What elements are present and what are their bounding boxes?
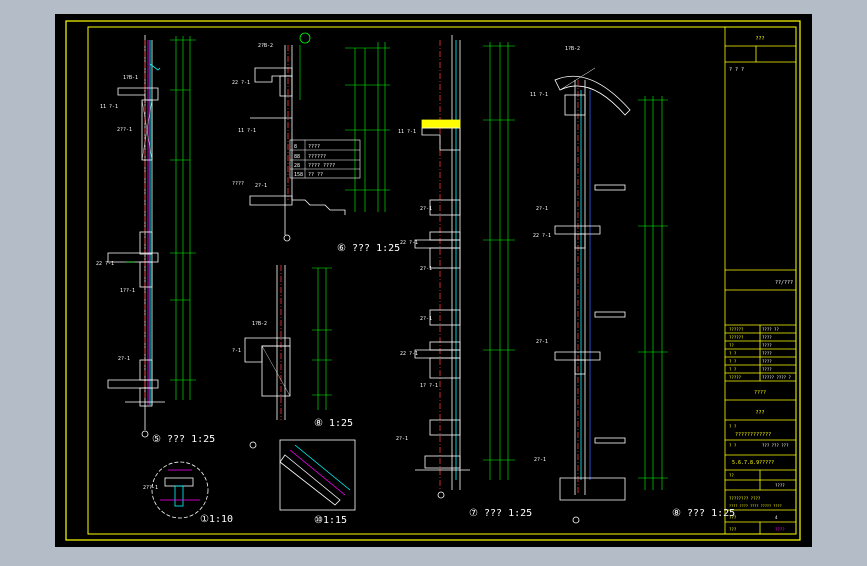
title-row-label-4: ? ? xyxy=(729,359,737,364)
tag-12: 1?B-2 xyxy=(252,321,267,327)
legend-no-0: 8 xyxy=(294,144,297,150)
label-section-7: ⑦ ??? 1:25 xyxy=(469,508,532,519)
outer-border xyxy=(65,20,801,541)
tag-25: 1?B-2 xyxy=(565,46,580,52)
title-row-value-6: ????? ???? ? xyxy=(762,375,791,380)
title-row-label-5: ? ? xyxy=(729,367,737,372)
label-section-5: ⑤ ??? 1:25 xyxy=(152,434,215,445)
title-footer-value: ???? xyxy=(775,527,785,532)
inner-border xyxy=(87,26,797,535)
tag-23: 2?-1 xyxy=(536,339,548,345)
legend-text-3: ?? ?? xyxy=(308,172,323,178)
title-row-label-3: ? ? xyxy=(729,351,737,356)
legend-no-3: 158 xyxy=(294,172,303,178)
title-notes-1: ???????? ???? xyxy=(729,496,761,501)
paper-background xyxy=(55,14,812,547)
tag-1: 2?B-2 xyxy=(258,43,273,49)
tag-18: 22 ?-1 xyxy=(400,351,418,357)
tag-14: 2?-1 xyxy=(420,206,432,212)
title-notes-2: ???? ???? ???? ????? ???? xyxy=(729,504,782,508)
title-row-value-1: ???? xyxy=(762,335,772,340)
tag-24: 2?-1 xyxy=(534,457,546,463)
title-row-value-2: ???? xyxy=(762,343,772,348)
title-scale-value: 4 xyxy=(775,515,778,520)
title-row-value-4: ???? xyxy=(762,359,772,364)
title-row-label-1: ?????? xyxy=(729,335,744,340)
title-project-label: ? ? xyxy=(729,424,737,429)
title-row-value-5: ???? xyxy=(762,367,772,372)
tag-5: 11 ?-1 xyxy=(238,128,256,134)
title-top-note: ? ? ? xyxy=(729,67,744,73)
tag-10: ???? xyxy=(232,181,244,187)
tag-2: 22 ?-1 xyxy=(232,80,250,86)
title-header: ??? xyxy=(755,36,764,42)
tag-17: 2?-1 xyxy=(420,316,432,322)
title-row-label-0: ?????? xyxy=(729,327,744,332)
title-sheet-value: ?? xyxy=(729,473,734,478)
section-5-drawing xyxy=(107,35,196,438)
title-project-code: ??? ??? ??? xyxy=(762,443,789,448)
tag-8: 1??-1 xyxy=(120,288,135,294)
tag-6: 2??-1 xyxy=(117,127,132,133)
title-drawing-name: ???? xyxy=(754,390,766,396)
section-6-legend: 8 ???? 88 ?????? 28 ???? ???? 158 ?? ?? xyxy=(294,144,335,178)
title-drawing-sub: ??? xyxy=(755,410,764,416)
title-drawing-title: 5.6.7.8.9????? xyxy=(732,460,774,466)
legend-text-0: ???? xyxy=(308,144,320,150)
detail-10-drawing xyxy=(279,439,356,511)
tag-9: 2?-1 xyxy=(118,356,130,362)
section-8-drawing xyxy=(554,67,668,524)
tag-13: 11 ?-1 xyxy=(398,129,416,135)
legend-no-1: 88 xyxy=(294,154,300,160)
legend-text-2: ???? ???? xyxy=(308,163,335,169)
section-6-drawing xyxy=(249,32,390,242)
title-sheet-no: ???? xyxy=(775,483,785,488)
label-section-6: ⑥ ??? 1:25 xyxy=(337,243,400,254)
title-mid-note: ??/??? xyxy=(775,280,793,286)
legend-text-1: ?????? xyxy=(308,154,326,160)
title-project-name: ???????????? xyxy=(735,432,771,438)
detail-labels: ⑤ ??? 1:25 ⑥ ??? 1:25 ⑦ ??? 1:25 ⑧ ??? 1… xyxy=(152,243,735,526)
tag-16: 2?-1 xyxy=(420,266,432,272)
legend-no-2: 28 xyxy=(294,163,300,169)
title-block-text: ??? ? ? ? ??/??? ?????? ?????? ?? ? ? ? … xyxy=(729,36,793,532)
title-row-value-0: ???? ?? xyxy=(762,327,779,332)
tag-27: 11 ?-1 xyxy=(530,92,548,98)
tag-4: 1?B-1 xyxy=(123,75,138,81)
tag-3: 11 ?-1 xyxy=(100,104,118,110)
tag-19: 1? ?-1 xyxy=(420,383,438,389)
tag-22: 2?-1 xyxy=(536,206,548,212)
title-row-label-2: ?? xyxy=(729,343,734,348)
drawing-tags: 2?B-2 22 ?-1 11 ?-1 1?B-1 11 ?-1 2??-1 2… xyxy=(96,43,580,491)
tag-28: ?-1 xyxy=(232,348,241,354)
tag-15: 22 ?-1 xyxy=(400,240,418,246)
label-detail-8b: ⑧ 1:25 xyxy=(314,418,353,429)
tag-11: 2?-1 xyxy=(255,183,267,189)
label-detail-10: ⑩1:15 xyxy=(314,515,347,526)
title-sheet-label: ? ? xyxy=(729,443,737,448)
title-row-value-3: ???? xyxy=(762,351,772,356)
tag-21: 22 ?-1 xyxy=(533,233,551,239)
title-scale-label: ??? xyxy=(729,515,737,520)
tag-26: 2??-1 xyxy=(143,485,158,491)
detail-8b-drawing xyxy=(244,265,332,449)
tag-20: 2?-1 xyxy=(396,436,408,442)
label-section-8: ⑧ ??? 1:25 xyxy=(672,508,735,519)
title-row-label-6: ????? xyxy=(729,375,742,380)
title-block xyxy=(724,27,796,534)
label-detail-1: ①1:10 xyxy=(200,514,233,525)
tag-7: 22 ?-1 xyxy=(96,261,114,267)
detail-1-drawing xyxy=(151,461,209,519)
section-7-drawing xyxy=(414,35,515,499)
title-footer-label: ??? xyxy=(729,527,737,532)
